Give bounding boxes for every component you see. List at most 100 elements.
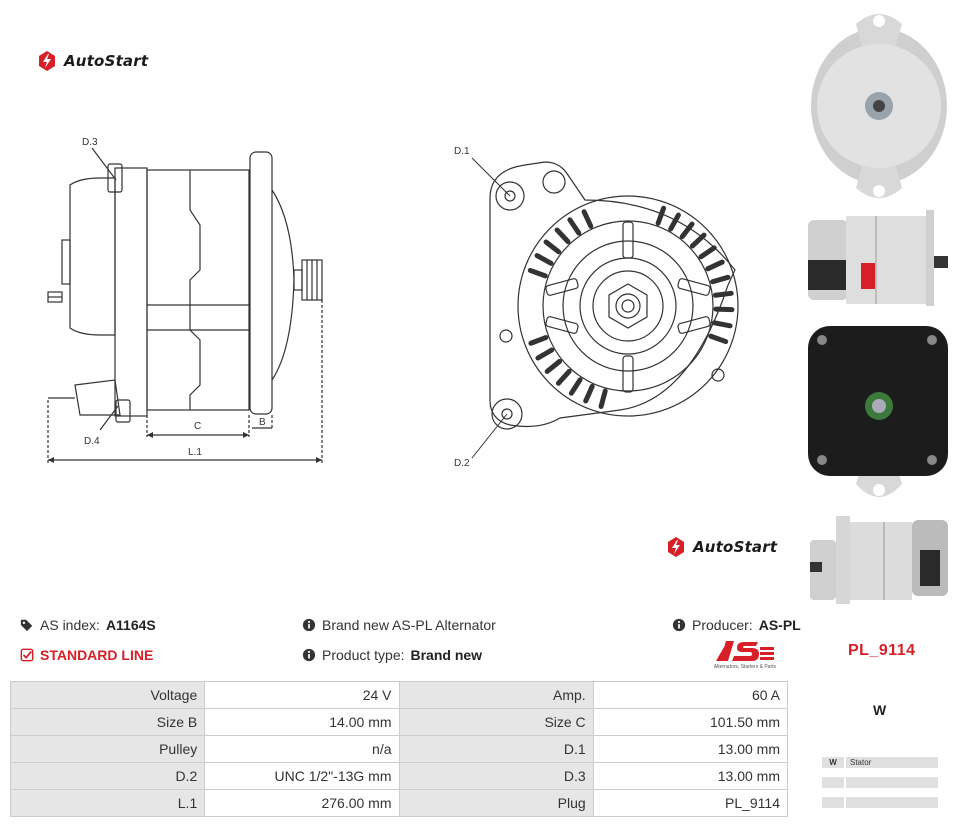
vent-slots	[527, 205, 735, 409]
spec-label: Size C	[398, 708, 594, 736]
brand-name-secondary: AutoStart	[693, 538, 778, 556]
spec-table: Voltage 24 V Amp. 60 A Size B 14.00 mm S…	[9, 681, 789, 817]
vent-slot	[712, 290, 734, 298]
as-index-value: A1164S	[105, 617, 156, 633]
stator-cell-value	[846, 797, 938, 808]
vent-slot	[554, 227, 571, 245]
spec-row: L.1 276.00 mm Plug PL_9114	[9, 789, 789, 817]
brand-name: AutoStart	[64, 52, 149, 70]
info-circle-icon	[672, 618, 686, 632]
standard-line-badge: STANDARD LINE	[20, 647, 153, 663]
brand-new-text: Brand new AS-PL Alternator	[322, 617, 496, 633]
spec-value: 24 V	[204, 681, 400, 709]
label-c: C	[194, 421, 201, 432]
vent-slot	[713, 306, 735, 313]
spec-value: 13.00 mm	[592, 735, 789, 763]
spec-label: D.2	[9, 762, 206, 790]
spec-label: L.1	[9, 789, 206, 817]
spec-row: Voltage 24 V Amp. 60 A	[9, 681, 789, 709]
product-type-label: Product type:	[322, 647, 405, 663]
stator-cell-value	[846, 777, 938, 788]
stator-cell-key	[822, 777, 844, 788]
stator-row	[822, 797, 938, 808]
brand-logo: AutoStart	[36, 50, 148, 72]
label-d1: D.1	[454, 146, 470, 157]
stator-cell-key: W	[822, 757, 844, 768]
vent-slot	[543, 239, 562, 255]
spec-row: Pulley n/a D.1 13.00 mm	[9, 735, 789, 763]
vent-slot	[679, 221, 695, 240]
vent-slot	[710, 274, 731, 285]
spec-value: 60 A	[592, 681, 789, 709]
spec-value: UNC 1/2"-13G mm	[204, 762, 400, 790]
stator-row	[822, 777, 938, 788]
plug-code: PL_9114	[848, 642, 916, 659]
spec-row: Size B 14.00 mm Size C 101.50 mm	[9, 708, 789, 736]
spec-label: D.3	[398, 762, 594, 790]
vent-slot	[689, 232, 707, 249]
stator-row: W Stator	[822, 757, 938, 768]
vent-slot	[544, 358, 563, 374]
plug-w-header: W	[873, 702, 887, 718]
spec-value: PL_9114	[592, 789, 789, 817]
product-photo-angled	[810, 516, 948, 604]
vent-slot	[668, 212, 681, 232]
aspl-logo-mark	[716, 641, 774, 661]
spec-label: D.1	[398, 735, 594, 763]
product-photo-side	[808, 210, 948, 306]
vent-slot	[535, 347, 555, 361]
vent-slot	[598, 388, 608, 409]
as-index: AS index: A1164S	[20, 617, 156, 633]
info-circle-icon	[302, 618, 316, 632]
label-l1: L.1	[188, 447, 202, 458]
as-index-label: AS index:	[40, 617, 100, 633]
aspl-tagline: Alternators, Starters & Parts	[713, 664, 776, 670]
producer-value: AS-PL	[758, 617, 801, 633]
spec-label: Plug	[398, 789, 594, 817]
vent-slot	[583, 383, 595, 404]
vent-slot	[708, 333, 729, 345]
aspl-logo: Alternators, Starters & Parts	[712, 639, 776, 670]
product-type-value: Brand new	[410, 647, 483, 663]
vent-slot	[705, 259, 725, 272]
side-view-drawing: D.3 D.4 C B L.1	[47, 137, 323, 465]
vent-slot	[711, 320, 733, 329]
producer-label: Producer:	[692, 617, 753, 633]
label-d3: D.3	[82, 137, 98, 148]
vent-slot	[555, 368, 572, 386]
autostart-logo-icon	[668, 537, 684, 557]
vent-slot	[698, 245, 717, 260]
autostart-logo-icon	[39, 51, 55, 71]
vent-slot	[655, 205, 667, 226]
spec-value: 13.00 mm	[592, 762, 789, 790]
label-d4: D.4	[84, 436, 100, 447]
spec-label: Pulley	[9, 735, 206, 763]
product-photo-rear	[811, 14, 947, 198]
spec-value: 101.50 mm	[592, 708, 789, 736]
spec-label: Size B	[9, 708, 206, 736]
product-type-info: Product type: Brand new	[302, 647, 482, 663]
spec-label: Amp.	[398, 681, 594, 709]
stator-table: W Stator	[822, 757, 938, 817]
brand-logo-secondary: AutoStart	[665, 536, 777, 558]
check-square-icon	[20, 648, 34, 662]
info-circle-icon	[302, 648, 316, 662]
label-b: B	[259, 417, 266, 428]
label-d2: D.2	[454, 458, 470, 469]
producer-info: Producer: AS-PL	[672, 617, 801, 633]
stator-cell-value: Stator	[846, 757, 938, 768]
vent-slot	[581, 209, 594, 229]
vent-slot	[527, 267, 548, 279]
stator-cell-key	[822, 797, 844, 808]
vent-slot	[534, 253, 554, 266]
product-photo-front	[808, 326, 948, 497]
vent-slot	[568, 377, 583, 396]
vent-slot	[528, 335, 549, 346]
tags-icon	[20, 619, 33, 632]
vent-slot	[567, 217, 582, 236]
spec-value: 14.00 mm	[204, 708, 400, 736]
spec-value: n/a	[204, 735, 400, 763]
spec-label: Voltage	[9, 681, 206, 709]
brand-new-info: Brand new AS-PL Alternator	[302, 617, 496, 633]
standard-line-text: STANDARD LINE	[40, 647, 154, 663]
